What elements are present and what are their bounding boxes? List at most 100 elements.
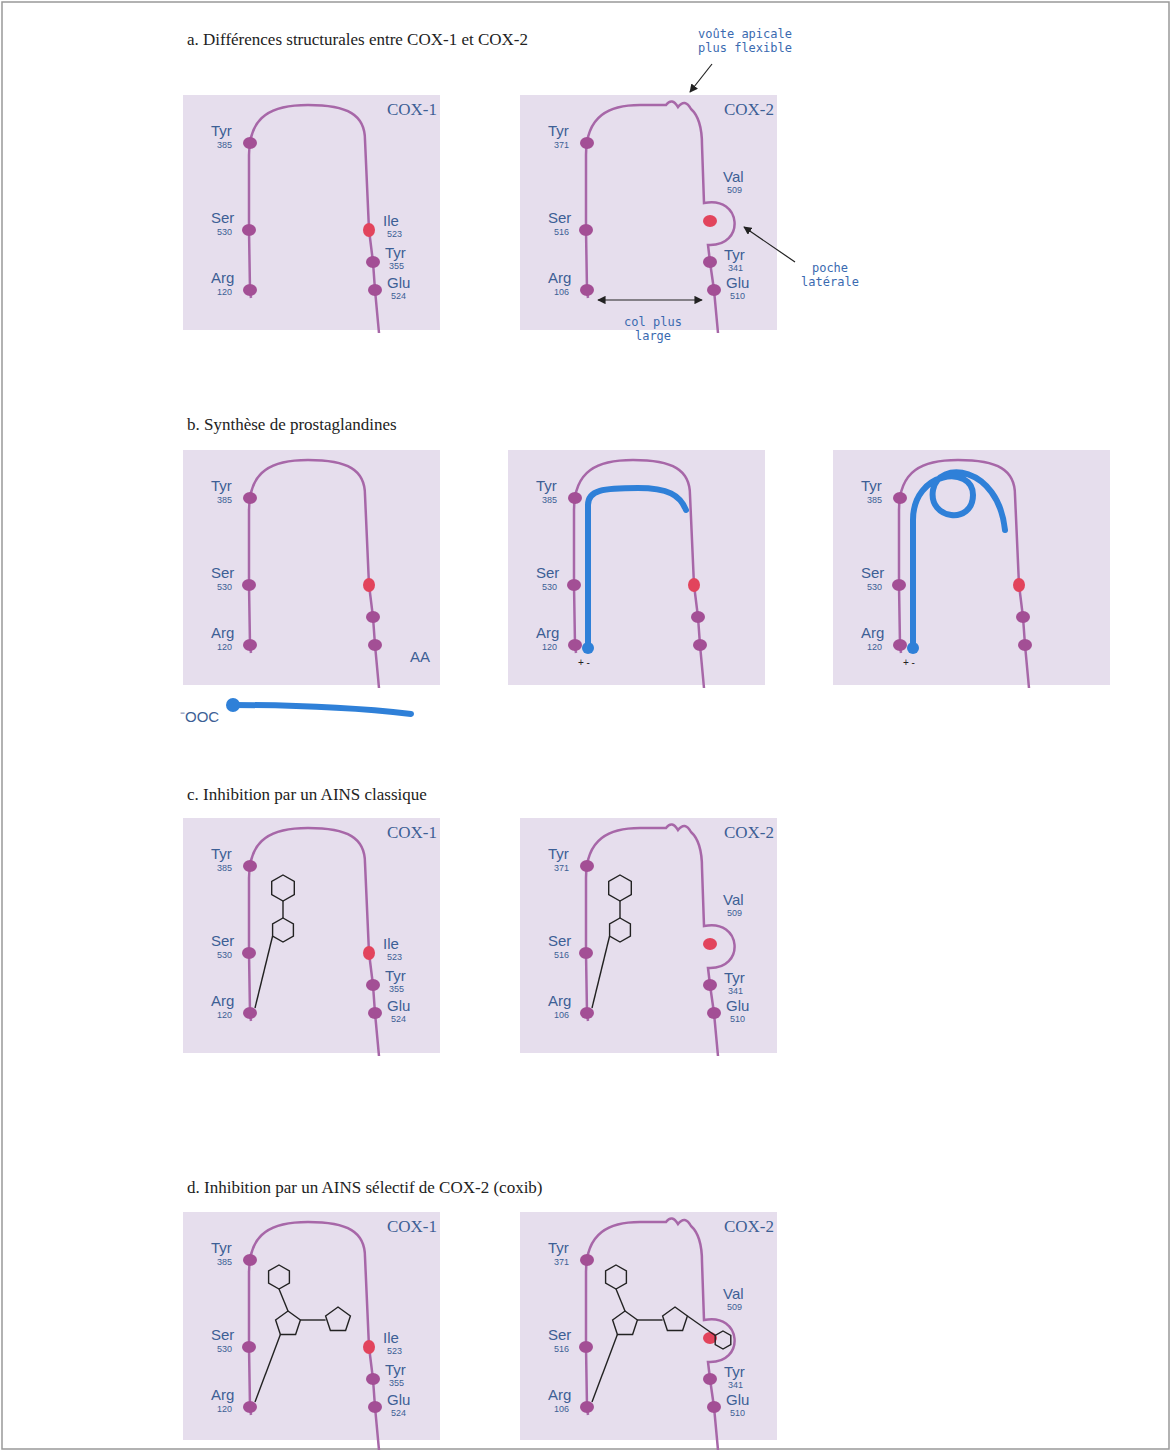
charge-label: + - bbox=[903, 657, 915, 668]
annotation: voûte apicale plus flexible bbox=[690, 28, 800, 56]
residue-name: Tyr bbox=[548, 1240, 569, 1257]
residue-number: 523 bbox=[387, 953, 402, 963]
residue-name: Ile bbox=[383, 936, 399, 953]
residue-name: Glu bbox=[387, 275, 410, 292]
residue-name: Arg bbox=[548, 993, 571, 1010]
residue-number: 120 bbox=[542, 643, 557, 653]
residue-name: Tyr bbox=[385, 245, 406, 262]
enzyme-title: COX-1 bbox=[387, 1218, 437, 1237]
residue-name: Ser bbox=[211, 565, 234, 582]
residue-number: 355 bbox=[389, 1379, 404, 1389]
residue-number: 385 bbox=[217, 141, 232, 151]
residue-number: 530 bbox=[217, 951, 232, 961]
residue-name: Val bbox=[723, 169, 744, 186]
residue-name: Val bbox=[723, 1286, 744, 1303]
residue-number: 106 bbox=[554, 1405, 569, 1415]
residue-name: Tyr bbox=[385, 968, 406, 985]
residue-name: Tyr bbox=[211, 1240, 232, 1257]
residue-name: Arg bbox=[548, 1387, 571, 1404]
residue-name: Ser bbox=[861, 565, 884, 582]
enzyme-title: COX-2 bbox=[724, 101, 774, 120]
residue-number: 371 bbox=[554, 864, 569, 874]
cox-panel: COX-2Tyr371Ser516Val509Tyr341Arg106Glu51… bbox=[520, 95, 777, 330]
residue-name: Tyr bbox=[548, 123, 569, 140]
residue-number: 524 bbox=[391, 1015, 406, 1025]
residue-number: 385 bbox=[542, 496, 557, 506]
residue-name: Tyr bbox=[536, 478, 557, 495]
residue-name: Glu bbox=[726, 998, 749, 1015]
residue-name: Val bbox=[723, 892, 744, 909]
residue-number: 530 bbox=[867, 583, 882, 593]
residue-name: Arg bbox=[211, 625, 234, 642]
residue-number: 341 bbox=[728, 264, 743, 274]
section-title: a. Différences structurales entre COX-1 … bbox=[187, 30, 528, 50]
residue-number: 510 bbox=[730, 292, 745, 302]
cox-panel: Tyr385Ser530Arg120+ - bbox=[833, 450, 1110, 685]
residue-number: 385 bbox=[217, 864, 232, 874]
residue-number: 355 bbox=[389, 262, 404, 272]
residue-number: 510 bbox=[730, 1409, 745, 1419]
residue-name: Tyr bbox=[861, 478, 882, 495]
residue-number: 524 bbox=[391, 1409, 406, 1419]
residue-number: 106 bbox=[554, 288, 569, 298]
residue-number: 509 bbox=[727, 186, 742, 196]
residue-name: Tyr bbox=[724, 1364, 745, 1381]
cox-panel: COX-2Tyr371Ser516Val509Tyr341Arg106Glu51… bbox=[520, 1212, 777, 1440]
residue-number: 355 bbox=[389, 985, 404, 995]
residue-name: Arg bbox=[548, 270, 571, 287]
residue-number: 371 bbox=[554, 141, 569, 151]
cox-panel: COX-1Tyr385Ser530Ile523Tyr355Arg120Glu52… bbox=[183, 818, 440, 1053]
residue-name: Ser bbox=[548, 210, 571, 227]
substrate-label: AA bbox=[410, 648, 430, 665]
residue-number: 385 bbox=[217, 496, 232, 506]
residue-number: 106 bbox=[554, 1011, 569, 1021]
annotation: col plus large bbox=[608, 316, 698, 344]
cox-panel: COX-2Tyr371Ser516Val509Tyr341Arg106Glu51… bbox=[520, 818, 777, 1053]
residue-name: Tyr bbox=[548, 846, 569, 863]
residue-name: Ile bbox=[383, 213, 399, 230]
residue-number: 341 bbox=[728, 987, 743, 997]
residue-name: Glu bbox=[387, 998, 410, 1015]
residue-number: 530 bbox=[217, 583, 232, 593]
cox-panel: Tyr385Ser530Arg120 + - bbox=[508, 450, 765, 685]
residue-name: Ser bbox=[548, 933, 571, 950]
residue-name: Ser bbox=[536, 565, 559, 582]
residue-number: 510 bbox=[730, 1015, 745, 1025]
residue-number: 120 bbox=[867, 643, 882, 653]
residue-name: Glu bbox=[726, 1392, 749, 1409]
residue-name: Arg bbox=[861, 625, 884, 642]
residue-number: 523 bbox=[387, 230, 402, 240]
cox-panel: COX-1Tyr385Ser530Ile523Tyr355Arg120Glu52… bbox=[183, 1212, 440, 1440]
residue-number: 509 bbox=[727, 1303, 742, 1313]
residue-name: Glu bbox=[726, 275, 749, 292]
residue-number: 509 bbox=[727, 909, 742, 919]
residue-number: 516 bbox=[554, 228, 569, 238]
residue-name: Tyr bbox=[211, 123, 232, 140]
residue-name: Tyr bbox=[724, 247, 745, 264]
residue-number: 120 bbox=[217, 643, 232, 653]
residue-name: Arg bbox=[211, 270, 234, 287]
residue-name: Ser bbox=[211, 210, 234, 227]
residue-number: 530 bbox=[542, 583, 557, 593]
residue-name: Arg bbox=[211, 993, 234, 1010]
residue-name: Tyr bbox=[211, 846, 232, 863]
section-title: d. Inhibition par un AINS sélectif de CO… bbox=[187, 1178, 543, 1198]
residue-number: 524 bbox=[391, 292, 406, 302]
charge-label: + - bbox=[578, 657, 590, 668]
cox-panel: COX-1Tyr385Ser530Ile523Tyr355Arg120Glu52… bbox=[183, 95, 440, 330]
residue-number: 530 bbox=[217, 1345, 232, 1355]
residue-name: Ser bbox=[548, 1327, 571, 1344]
residue-name: Arg bbox=[211, 1387, 234, 1404]
residue-number: 530 bbox=[217, 228, 232, 238]
enzyme-title: COX-2 bbox=[724, 1218, 774, 1237]
annotation: poche latérale bbox=[790, 262, 870, 290]
residue-number: 516 bbox=[554, 951, 569, 961]
residue-number: 341 bbox=[728, 1381, 743, 1391]
residue-name: Ile bbox=[383, 1330, 399, 1347]
section-title: c. Inhibition par un AINS classique bbox=[187, 785, 427, 805]
residue-name: Tyr bbox=[385, 1362, 406, 1379]
residue-number: 371 bbox=[554, 1258, 569, 1268]
enzyme-title: COX-2 bbox=[724, 824, 774, 843]
residue-name: Tyr bbox=[211, 478, 232, 495]
residue-name: Arg bbox=[536, 625, 559, 642]
